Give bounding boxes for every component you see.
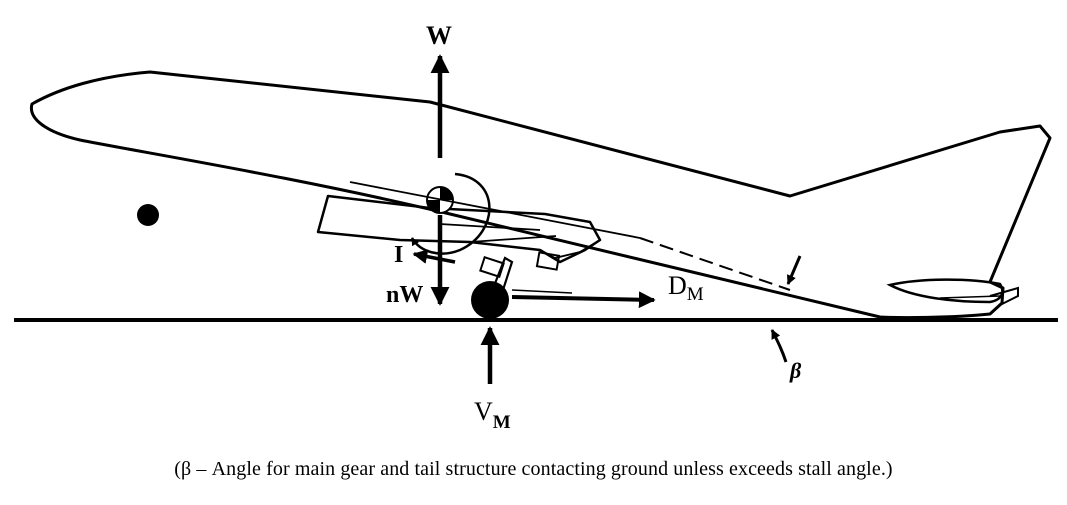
main-gear-wheel [471,281,509,319]
beta-lower-arrow [770,329,788,363]
diagram-caption: (β – Angle for main gear and tail struct… [174,458,893,480]
wing-detail-1 [439,223,541,231]
gear-link [479,255,505,279]
reference-line [349,181,641,239]
nose-marker [137,204,159,226]
label-inertia: I [394,242,403,268]
fuselage-outline [29,70,1052,320]
inertia-arrow [412,249,456,264]
wing-detail-2 [469,235,557,243]
beta-upper-arrow [786,255,802,285]
tail-detail [939,295,1001,299]
horizontal-tail [886,278,1004,304]
drag-arrow [511,291,656,309]
label-load-factor-weight: nW [386,282,423,308]
tail-fairing [989,286,1019,306]
label-vertical-main: VM [474,397,511,433]
cg-symbol [426,186,454,214]
label-weight: W [426,21,452,50]
gear-door [535,251,561,271]
drag-arrow-tail [511,289,573,294]
label-beta: β [789,358,802,383]
label-drag-main: DM [668,271,704,305]
wing-nacelle [316,194,602,264]
reference-line-dashed [639,237,791,291]
